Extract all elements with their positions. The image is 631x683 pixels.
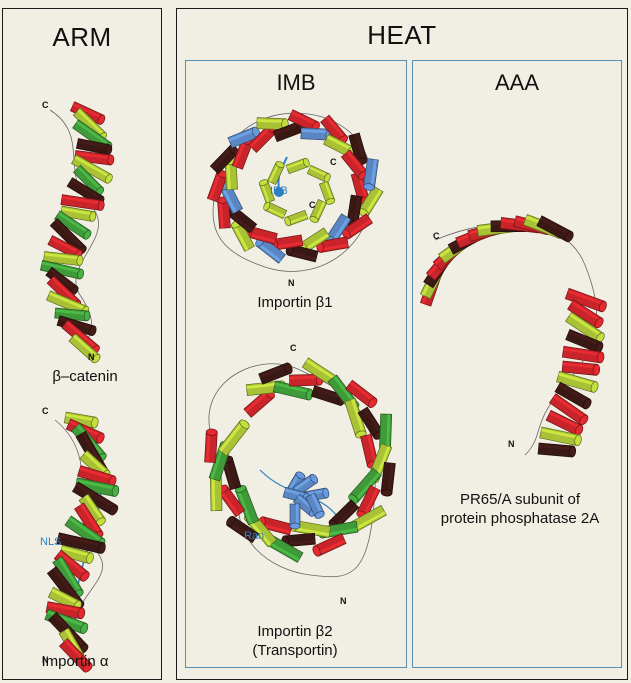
helix-cylinder [538, 443, 576, 457]
importin-beta1-caption: Importin β1 [235, 293, 355, 312]
helix-cylinder [218, 418, 251, 456]
beta-catenin-caption: β–catenin [30, 367, 140, 386]
pr65-n-label: N [508, 439, 515, 449]
beta-catenin-structure [20, 95, 150, 365]
helix-cylinder [307, 165, 331, 183]
ibb-label: IBB [270, 185, 288, 197]
aaa-title: AAA [412, 70, 622, 96]
helix-cylinder [286, 157, 310, 173]
helix-cylinder [262, 201, 286, 219]
pr65-caption-line2: protein phosphatase 2A [420, 509, 620, 528]
helix-cylinder [205, 429, 218, 463]
heat-title: HEAT [176, 20, 628, 51]
importin-beta1-c-label: C [330, 157, 337, 167]
helix-cylinder [284, 210, 308, 226]
importin-beta2-structure [200, 340, 400, 595]
helix-cylinder [290, 504, 300, 529]
nls-label: NLS [40, 536, 61, 548]
pr65-c-label: C [433, 231, 440, 241]
pr65-caption-line1: PR65/A subunit of [420, 490, 620, 509]
importin-beta2-caption-line1: Importin β2 [235, 622, 355, 641]
beta-catenin-c-label: C [42, 100, 49, 110]
importin-beta2-c-label: C [290, 343, 297, 353]
importin-alpha-c-label: C [42, 406, 49, 416]
beta-catenin-n-label: N [88, 352, 95, 362]
importin-beta2-caption-line2: (Transportin) [235, 641, 355, 660]
importin-alpha-caption: Importin α [20, 652, 130, 671]
importin-beta1-c-label-2: C [309, 200, 316, 210]
pr65-structure [415, 205, 625, 475]
ran-label: Ran [244, 530, 264, 542]
imb-title: IMB [185, 70, 407, 96]
arm-title: ARM [2, 22, 162, 53]
importin-beta2-n-label: N [340, 596, 347, 606]
importin-beta1-n-label: N [288, 278, 295, 288]
helix-cylinder [267, 160, 285, 184]
importin-beta1-structure [205, 97, 385, 292]
